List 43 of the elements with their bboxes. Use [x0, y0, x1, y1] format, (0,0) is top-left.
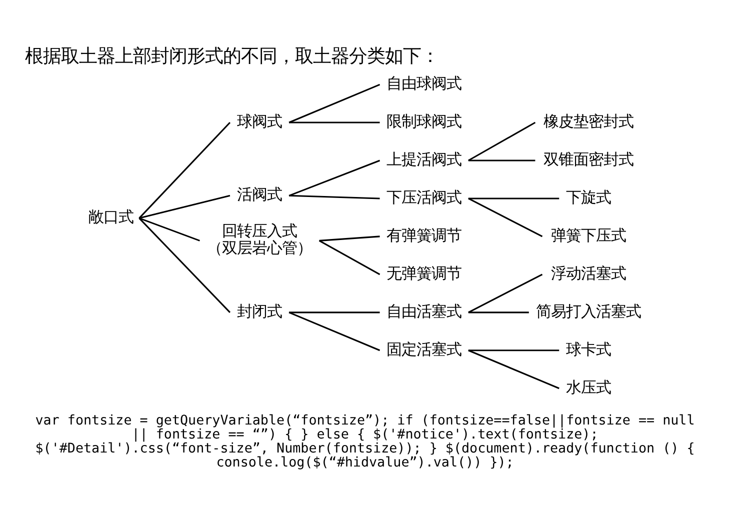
- connector: [139, 194, 230, 219]
- node-text: 球卡式: [566, 340, 612, 358]
- connector: [138, 218, 231, 313]
- connector: [318, 240, 380, 276]
- node-text: 固定活塞式: [386, 340, 462, 358]
- connector: [468, 122, 536, 162]
- node-text: 有弹簧调节: [386, 226, 462, 244]
- node-text: 浮动活塞式: [551, 264, 626, 282]
- connector: [288, 160, 380, 196]
- node-text: 上提活阀式: [386, 150, 462, 168]
- connector: [468, 198, 543, 238]
- node-text: 双锥面密封式: [544, 150, 634, 168]
- connector: [288, 312, 380, 352]
- connector: [319, 236, 380, 242]
- node-text: 活阀式: [237, 186, 282, 204]
- connector: [289, 194, 380, 200]
- node-text: 无弹簧调节: [386, 264, 462, 282]
- node-text: 水压式: [566, 378, 612, 396]
- connector: [468, 198, 560, 200]
- label: var fontsize = getQueryVariable(“fontsize”); if (fontsize==false||fontsize == null || fontsize == “”) { } else { $('#notice').text(fontsize); $('#Detail').css(“font-size”, Number(fontsize)); } $(document).ready(function () { console.log($(“#hidvalue”).val()) });: [35, 413, 695, 471]
- connector: [468, 350, 560, 390]
- connector: [468, 274, 543, 314]
- node-text: 敞口式: [88, 208, 134, 226]
- node-text: 自由活塞式: [386, 302, 462, 320]
- connector: [138, 217, 200, 242]
- node-text: 下压活阀式: [386, 188, 462, 206]
- node-text: 限制球阀式: [386, 112, 462, 130]
- node-text: 球阀式: [237, 112, 282, 130]
- connector: [289, 312, 380, 314]
- connector: [468, 160, 536, 162]
- connector: [288, 84, 380, 124]
- diagram-title: 根据取土器上部封闭形式的不同，取土器分类如下：: [25, 46, 440, 67]
- node-text: 弹簧下压式: [551, 226, 626, 244]
- node-text: 下旋式: [566, 188, 612, 206]
- node-text: 自由球阀式: [386, 74, 462, 92]
- connector: [289, 122, 380, 124]
- node-text: 回转压入式 （双层岩心管）: [207, 222, 312, 258]
- connector: [138, 122, 231, 219]
- connector: [468, 350, 560, 352]
- connector: [468, 312, 529, 314]
- node-text: 封闭式: [237, 302, 282, 320]
- node-text: 橡皮垫密封式: [544, 112, 634, 130]
- node-text: 简易打入活塞式: [536, 302, 642, 320]
